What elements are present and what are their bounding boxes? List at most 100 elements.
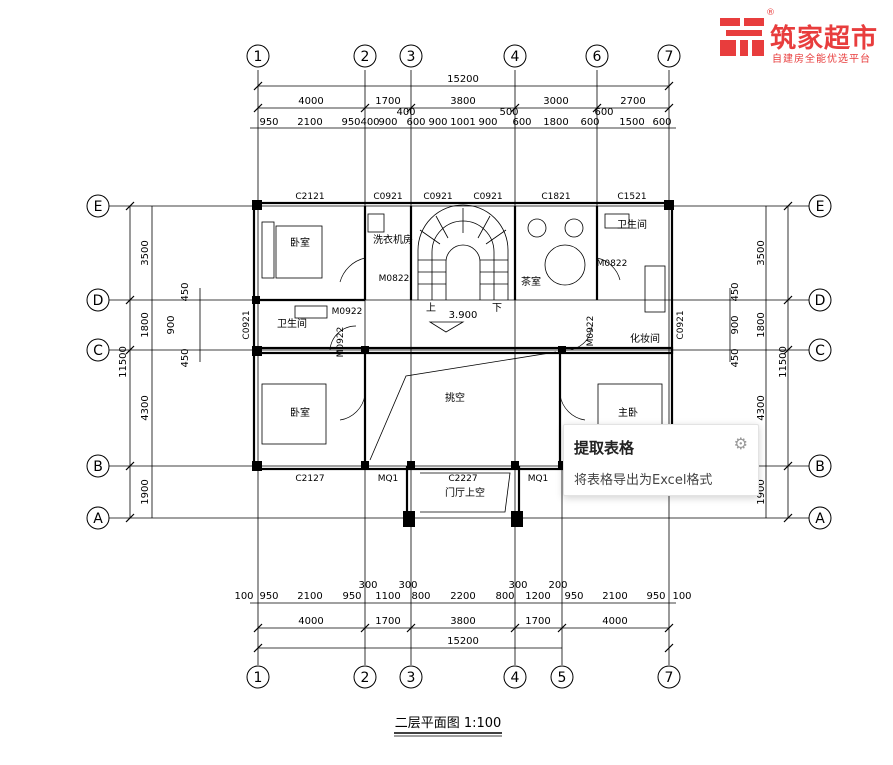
dim-right-4: 1900 xyxy=(756,479,767,504)
door-label-m0922-c: M0922 xyxy=(586,316,596,347)
logo-mark-icon xyxy=(720,18,764,56)
window-label-c1821: C1821 xyxy=(541,192,570,202)
dim-top-3: 3800 xyxy=(450,96,475,107)
axis-label-top-3: 3 xyxy=(407,49,416,65)
room-label-master-bedroom: 主卧 xyxy=(618,406,638,419)
axis-label-left-E: E xyxy=(94,199,103,215)
dim-top-b-13: 1500 xyxy=(619,117,644,128)
axis-label-right-C: C xyxy=(815,343,825,359)
room-label-laundry: 洗衣机房 xyxy=(373,233,413,246)
window-label-c0921-c: C0921 xyxy=(473,192,502,202)
axis-label-top-2: 2 xyxy=(361,49,370,65)
dim-bottom-2: 1700 xyxy=(375,616,400,627)
room-label-foyer-void: 门厅上空 xyxy=(445,486,485,499)
axis-label-right-A: A xyxy=(815,511,825,527)
dim-right-2: 1800 xyxy=(756,312,767,337)
logo-subtitle: 自建房全能优选平台 xyxy=(772,54,871,65)
axis-label-bottom-2: 2 xyxy=(361,670,370,686)
axis-label-top-4: 4 xyxy=(511,49,520,65)
dim-bottom-3: 3800 xyxy=(450,616,475,627)
dim-bottom-b-4: 950 xyxy=(342,591,361,602)
dim-bottom-small-4: 200 xyxy=(548,580,567,591)
stair-mark-down: 下 xyxy=(492,303,502,314)
axis-label-bottom-3: 3 xyxy=(407,670,416,686)
window-label-c0921-left: C0921 xyxy=(242,310,252,339)
dim-bottom-1: 4000 xyxy=(298,616,323,627)
dim-left-4: 1900 xyxy=(140,479,151,504)
dim-top-small-2: 500 xyxy=(499,107,518,118)
axis-label-top-1: 1 xyxy=(254,49,263,65)
axis-label-left-C: C xyxy=(93,343,103,359)
dim-bottom-b-3: 2100 xyxy=(297,591,322,602)
dim-right-small-2: 900 xyxy=(730,315,741,334)
logo-title: 筑家超市 xyxy=(770,24,879,54)
door-label-m0822-left: M0822 xyxy=(379,274,410,284)
dim-right-1: 3500 xyxy=(756,240,767,265)
dim-top-b-5: 900 xyxy=(378,117,397,128)
window-label-c2227: C2227 xyxy=(448,474,477,484)
brand-logo: ® 筑家超市 自建房全能优选平台 xyxy=(718,8,888,65)
dim-top-small-3: 600 xyxy=(594,107,613,118)
room-label-void: 挑空 xyxy=(445,391,465,404)
dim-top-b-2: 2100 xyxy=(297,117,322,128)
dim-bottom-b-10: 950 xyxy=(564,591,583,602)
dim-bottom-small-2: 300 xyxy=(398,580,417,591)
gear-icon[interactable]: ⚙ xyxy=(733,434,748,453)
dim-top-b-11: 1800 xyxy=(543,117,568,128)
dim-left-3: 4300 xyxy=(140,395,151,420)
extract-table-popup[interactable]: 提取表格 ⚙ 将表格导出为Excel格式 xyxy=(563,424,759,496)
dim-right-total: 11500 xyxy=(778,346,789,378)
dim-left-small-2: 900 xyxy=(166,315,177,334)
dim-bottom-b-8: 800 xyxy=(495,591,514,602)
dim-left-small-3: 450 xyxy=(180,348,191,367)
registered-mark: ® xyxy=(766,8,775,18)
axis-label-left-D: D xyxy=(93,293,104,309)
axis-label-left-B: B xyxy=(93,459,103,475)
dim-bottom-small-1: 300 xyxy=(358,580,377,591)
dim-top-b-1: 950 xyxy=(259,117,278,128)
dim-bottom-b-13: 100 xyxy=(672,591,691,602)
dim-top-total: 15200 xyxy=(447,74,479,85)
axis-label-top-7: 7 xyxy=(665,49,674,65)
dim-top-b-12: 600 xyxy=(580,117,599,128)
room-label-vanity-room: 化妆间 xyxy=(630,332,660,345)
dim-bottom-small-3: 300 xyxy=(508,580,527,591)
dim-top-small-1: 400 xyxy=(396,107,415,118)
window-label-c1521: C1521 xyxy=(617,192,646,202)
dim-top-b-9: 900 xyxy=(478,117,497,128)
drawing-caption: 二层平面图 1:100 xyxy=(395,716,502,731)
axis-label-left-A: A xyxy=(93,511,103,527)
window-label-c0921-a: C0921 xyxy=(373,192,402,202)
room-label-bedroom-2: 卧室 xyxy=(290,406,310,419)
door-label-m0922-b: M0922 xyxy=(336,327,346,358)
export-excel-option[interactable]: 将表格导出为Excel格式 xyxy=(574,473,713,488)
axis-label-right-E: E xyxy=(816,199,825,215)
dim-bottom-b-2: 950 xyxy=(259,591,278,602)
dim-bottom-b-1: 100 xyxy=(234,591,253,602)
stair-mark-up: 上 xyxy=(426,302,436,314)
room-label-bathroom-2: 卫生间 xyxy=(277,317,307,330)
dim-left-1: 3500 xyxy=(140,240,151,265)
dim-top-4: 3000 xyxy=(543,96,568,107)
window-label-c0921-b: C0921 xyxy=(423,192,452,202)
dim-bottom-b-12: 950 xyxy=(646,591,665,602)
dim-bottom-b-11: 2100 xyxy=(602,591,627,602)
dim-right-small-1: 450 xyxy=(730,282,741,301)
dim-bottom-total: 15200 xyxy=(447,636,479,647)
level-mark: 3.900 xyxy=(449,310,478,321)
dim-bottom-b-5: 1100 xyxy=(375,591,400,602)
dim-left-2: 1800 xyxy=(140,312,151,337)
door-label-m0822-right: M0822 xyxy=(597,259,628,269)
dim-bottom-4: 1700 xyxy=(525,616,550,627)
dim-top-2: 1700 xyxy=(375,96,400,107)
dim-bottom-b-9: 1200 xyxy=(525,591,550,602)
door-label-m0922-a: M0922 xyxy=(332,307,363,317)
dim-left-total: 11500 xyxy=(118,346,129,378)
dim-top-b-4: 400 xyxy=(360,117,379,128)
dim-bottom-5: 4000 xyxy=(602,616,627,627)
door-label-mq1-right: MQ1 xyxy=(528,474,549,484)
axis-label-bottom-4: 4 xyxy=(511,670,520,686)
dim-top-b-8: 1001 xyxy=(450,117,475,128)
dim-top-5: 2700 xyxy=(620,96,645,107)
dim-bottom-b-6: 800 xyxy=(411,591,430,602)
